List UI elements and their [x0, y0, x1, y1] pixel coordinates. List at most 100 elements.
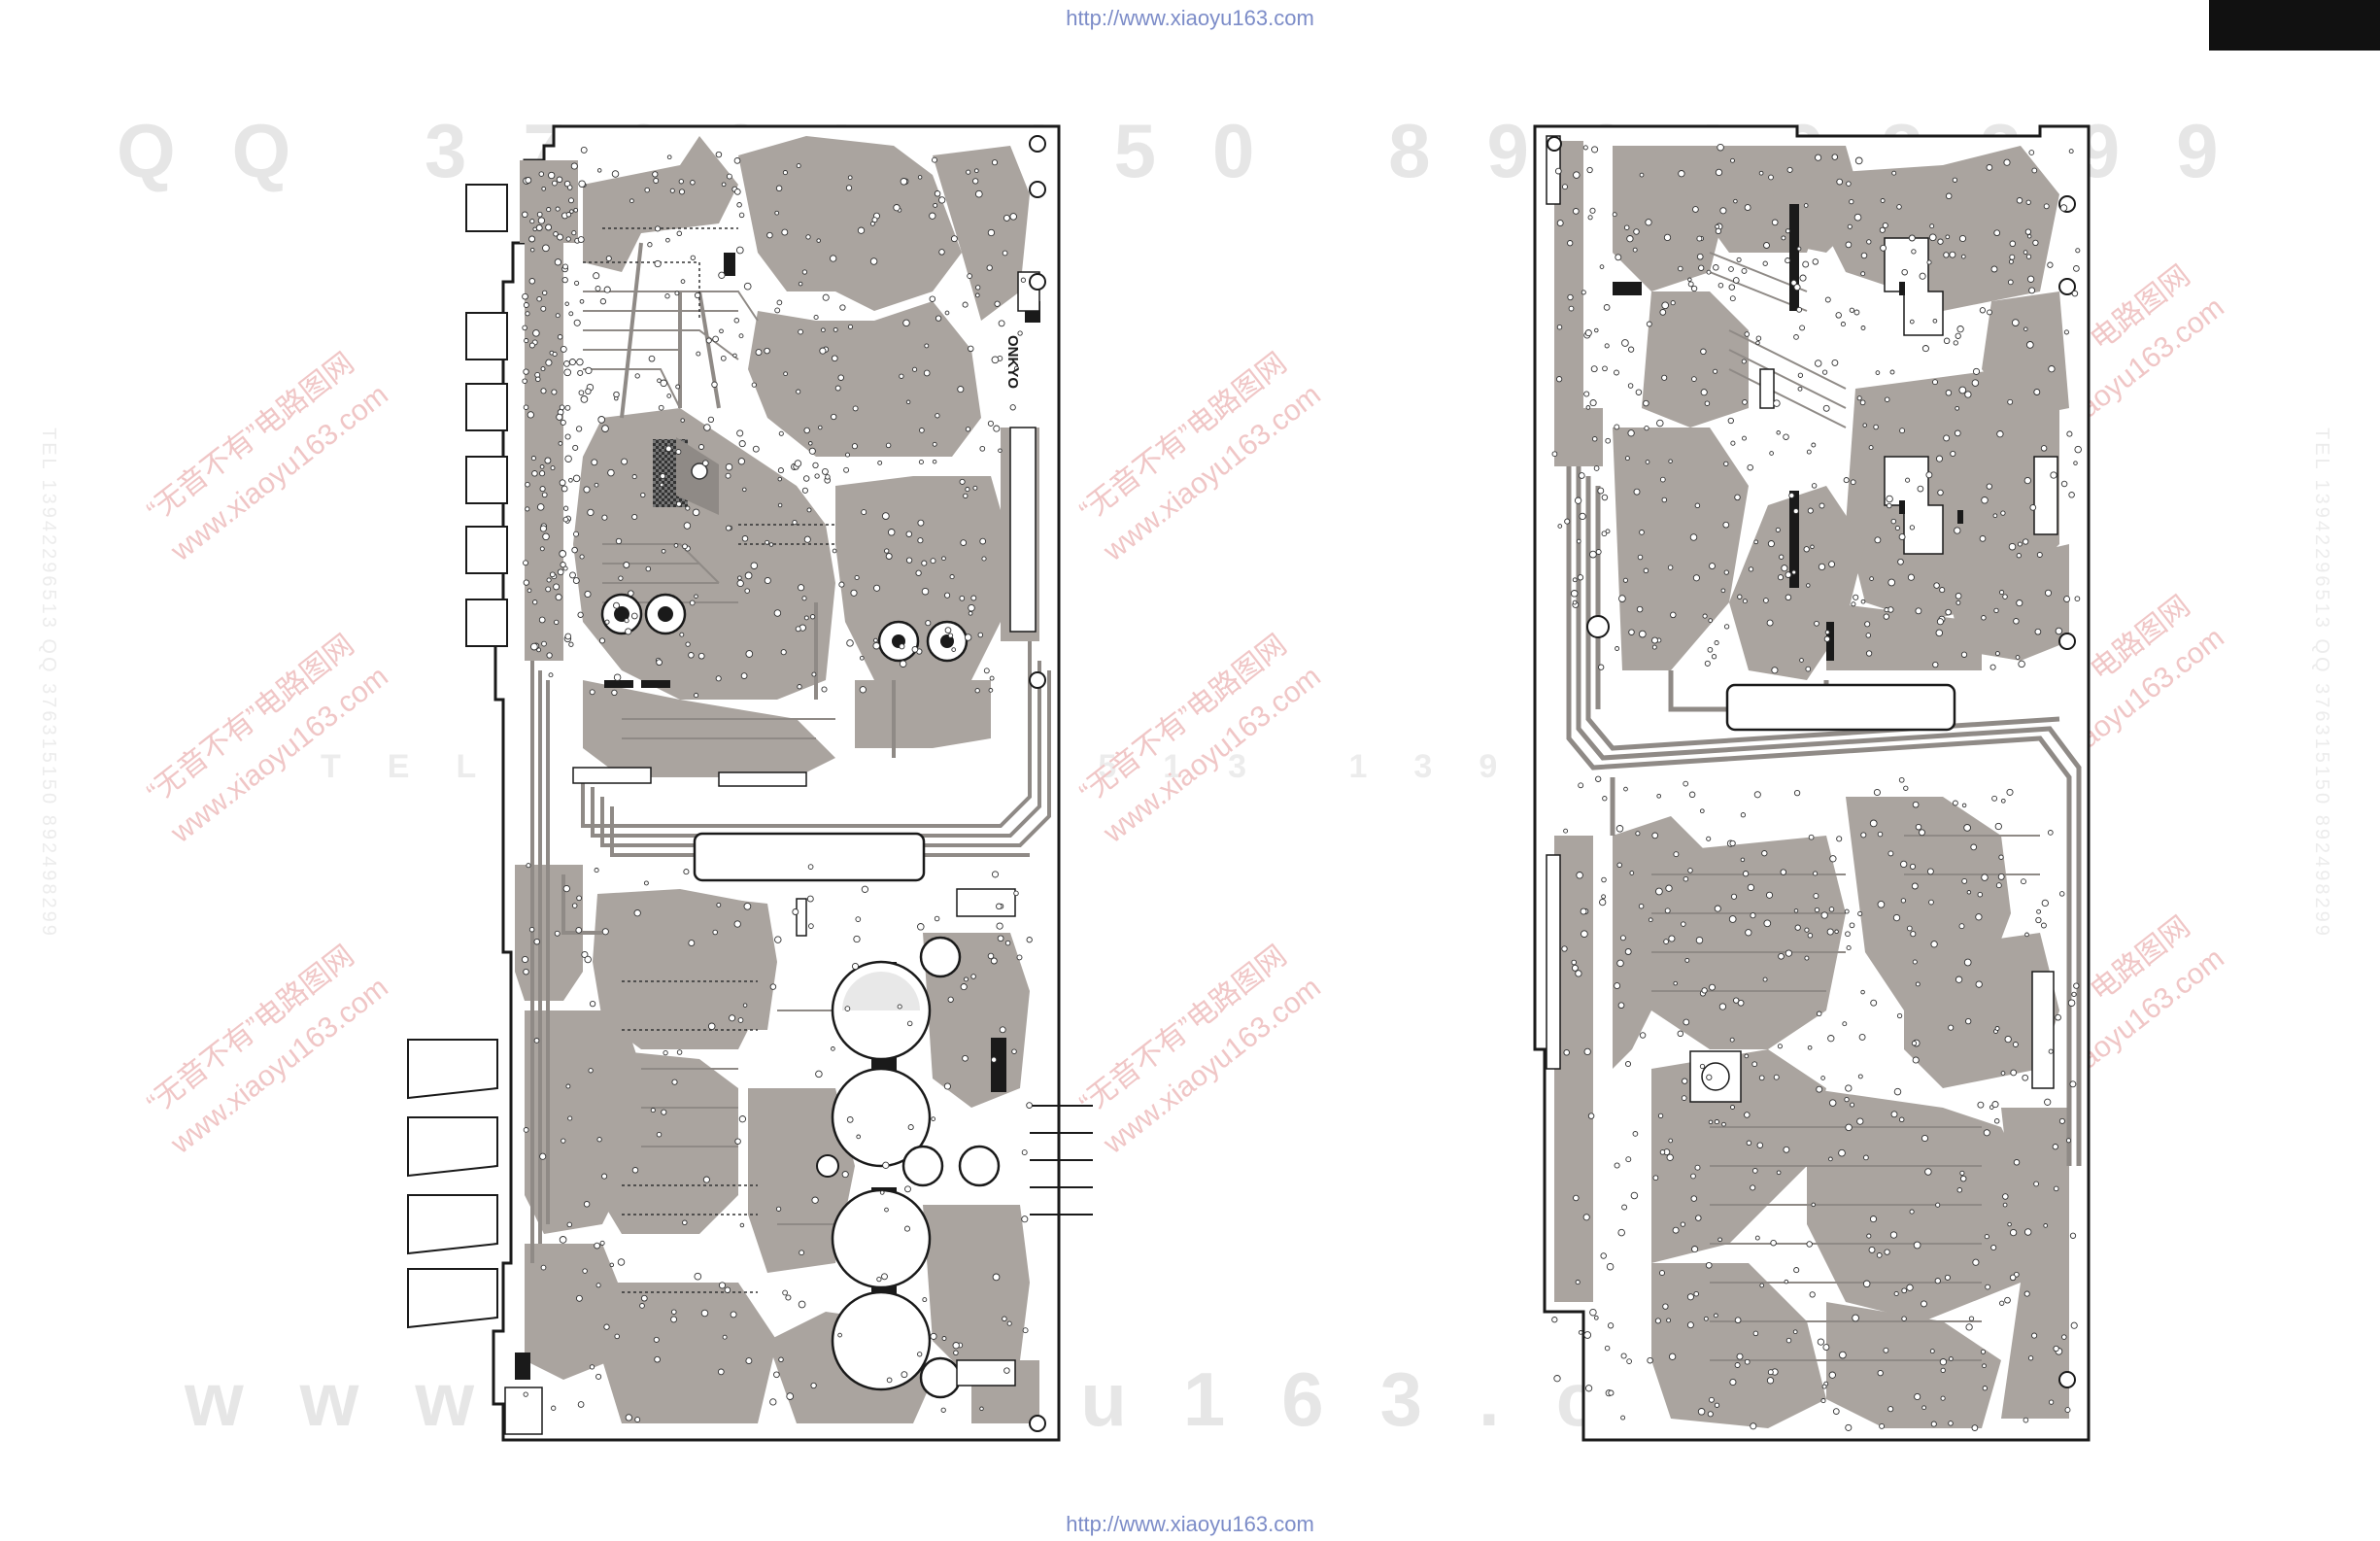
solder-pad [1898, 1116, 1905, 1123]
solder-pad [564, 404, 571, 411]
solder-pad [1852, 1314, 1859, 1322]
solder-pad [1793, 1267, 1800, 1274]
solder-pad [540, 1264, 547, 1271]
header-url[interactable]: http://www.xiaoyu163.com [1066, 6, 1314, 30]
solder-pad [1981, 497, 1989, 504]
solder-pad [1850, 479, 1856, 486]
solder-pad [2031, 1332, 2038, 1339]
solder-pad [1939, 587, 1946, 594]
solder-pad [1993, 1118, 2000, 1124]
solder-pad [1934, 1278, 1941, 1284]
solder-pad [523, 1391, 528, 1397]
footer-url[interactable]: http://www.xiaoyu163.com [1066, 1512, 1314, 1536]
solder-pad [1985, 1284, 1990, 1290]
solder-pad [1930, 1421, 1937, 1427]
solder-pad [1629, 871, 1635, 875]
solder-pad [564, 433, 571, 440]
solder-pad [737, 575, 742, 581]
solder-pad [1921, 1405, 1926, 1411]
solder-pad [1748, 566, 1754, 572]
solder-pad [1744, 1053, 1750, 1059]
solder-pad [1013, 890, 1019, 897]
solder-pad [1986, 164, 1993, 171]
solder-pad [1858, 1033, 1866, 1041]
solder-pad [2061, 1334, 2067, 1340]
solder-pad [2029, 504, 2037, 511]
solder-pad [933, 202, 938, 208]
solder-pad [2058, 1117, 2065, 1124]
solder-pad [1582, 1214, 1590, 1221]
solder-pad [2043, 203, 2050, 210]
solder-pad [525, 311, 530, 317]
solder-pad [1604, 1345, 1611, 1352]
solder-pad [934, 190, 941, 197]
solder-pad [1971, 379, 1980, 387]
solder-pad [1707, 1411, 1714, 1418]
solder-pad [554, 258, 562, 266]
solder-pad [1948, 1421, 1954, 1426]
solder-pad [546, 207, 552, 213]
solder-pad [968, 603, 975, 612]
solder-pad [599, 1240, 605, 1246]
solder-pad [1980, 1349, 1987, 1354]
solder-pad [1589, 399, 1597, 407]
solder-pad [1874, 536, 1882, 544]
solder-pad [2041, 899, 2049, 907]
solder-pad [679, 632, 685, 637]
solder-pad [1803, 203, 1809, 208]
solder-pad [1828, 561, 1836, 568]
solder-pad [555, 206, 561, 212]
solder-pad [1822, 1344, 1830, 1352]
solder-pad [1814, 360, 1822, 367]
solder-pad [1729, 295, 1736, 302]
solder-pad [808, 923, 814, 929]
solder-pad [1784, 1279, 1789, 1284]
solder-pad [1775, 527, 1781, 532]
solder-pad [589, 689, 595, 696]
solder-pad [1686, 1321, 1694, 1329]
solder-pad [1790, 279, 1797, 287]
solder-pad [1563, 1049, 1570, 1056]
solder-pad [1645, 460, 1650, 464]
solder-pad [593, 272, 600, 280]
solder-pad [601, 1173, 608, 1180]
solder-pad [1627, 429, 1635, 437]
solder-pad [675, 384, 681, 390]
solder-pad [935, 413, 940, 419]
solder-pad [821, 327, 826, 333]
solder-pad [975, 285, 981, 291]
solder-pad [1785, 228, 1791, 234]
solder-pad [751, 382, 757, 388]
solder-pad [801, 487, 808, 494]
solder-pad [2031, 167, 2038, 174]
solder-pad [1723, 461, 1729, 467]
solder-pad [1961, 803, 1967, 808]
solder-pad [601, 514, 608, 521]
solder-pad [1603, 304, 1611, 311]
solder-pad [2011, 319, 2020, 326]
solder-pad [707, 416, 715, 424]
solder-pad [2028, 150, 2035, 155]
solder-pad [528, 278, 536, 285]
solder-pad [640, 1294, 648, 1302]
solder-pad [2069, 1232, 2077, 1239]
solder-pad [964, 976, 969, 982]
solder-pad [1999, 590, 2005, 596]
solder-pad [2023, 1417, 2029, 1423]
solder-pad [577, 236, 585, 244]
solder-pad [2009, 1228, 2018, 1237]
solder-pad [1695, 1215, 1702, 1221]
solder-pad [1614, 424, 1620, 430]
solder-pad [1844, 908, 1850, 914]
solder-pad [643, 880, 649, 886]
solder-pad [2003, 158, 2011, 166]
solder-pad [904, 1185, 911, 1193]
solder-pad [831, 1046, 835, 1051]
solder-pad [1717, 282, 1724, 289]
solder-pad [652, 171, 659, 178]
solder-pad [613, 673, 622, 681]
solder-pad [1928, 233, 1937, 242]
solder-pad [702, 1176, 710, 1183]
solder-pad [539, 464, 545, 469]
solder-pad [813, 314, 819, 321]
